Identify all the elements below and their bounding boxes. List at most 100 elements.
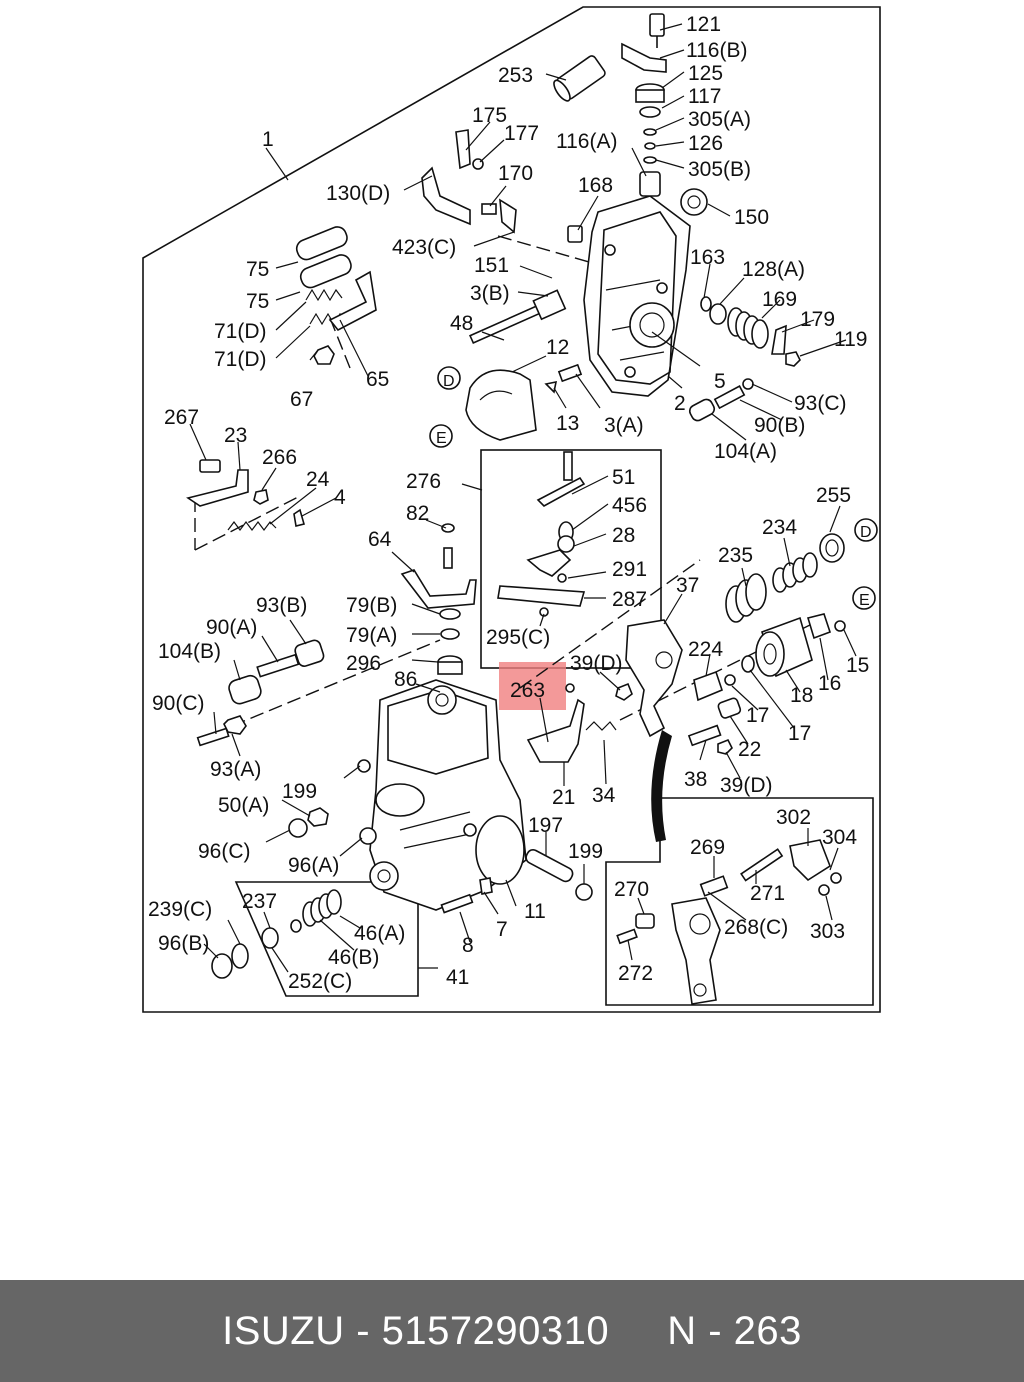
marker-d-right-label: D bbox=[860, 524, 872, 541]
callout-75-upper: 75 bbox=[246, 258, 269, 281]
callout-21: 21 bbox=[552, 786, 575, 809]
callout-271: 271 bbox=[750, 882, 785, 905]
callout-93c: 93(C) bbox=[794, 392, 847, 415]
marker-e-right-label: E bbox=[859, 592, 870, 609]
callout-86: 86 bbox=[394, 668, 417, 691]
subgroup-box-276 bbox=[480, 449, 662, 669]
callout-177: 177 bbox=[504, 122, 539, 145]
callout-252c: 252(C) bbox=[288, 970, 352, 993]
callout-456: 456 bbox=[612, 494, 647, 517]
callout-104b: 104(B) bbox=[158, 640, 221, 663]
callout-79b: 79(B) bbox=[346, 594, 397, 617]
callout-93b: 93(B) bbox=[256, 594, 307, 617]
callout-302: 302 bbox=[776, 806, 811, 829]
callout-17-lower: 17 bbox=[788, 722, 811, 745]
marker-d-left bbox=[437, 366, 461, 390]
callout-224: 224 bbox=[688, 638, 723, 661]
callout-169: 169 bbox=[762, 288, 797, 311]
callout-199-right: 199 bbox=[568, 840, 603, 863]
sweep-arrow bbox=[651, 730, 672, 842]
callout-39d-lower: 39(D) bbox=[720, 774, 773, 797]
callout-65: 65 bbox=[366, 368, 389, 391]
callout-267: 267 bbox=[164, 406, 199, 429]
callout-197: 197 bbox=[528, 814, 563, 837]
callout-labels: 1 121 116(B) 253 125 117 305(A) 175 177 … bbox=[148, 13, 869, 993]
callout-423c: 423(C) bbox=[392, 236, 456, 259]
callout-23: 23 bbox=[224, 424, 247, 447]
subgroup-box-41 bbox=[234, 881, 419, 997]
callout-13: 13 bbox=[556, 412, 579, 435]
callout-253: 253 bbox=[498, 64, 533, 87]
callout-151: 151 bbox=[474, 254, 509, 277]
callout-295c: 295(C) bbox=[486, 626, 550, 649]
marker-e-left bbox=[429, 424, 453, 448]
callout-304: 304 bbox=[822, 826, 857, 849]
callout-46b: 46(B) bbox=[328, 946, 379, 969]
callout-46a: 46(A) bbox=[354, 922, 405, 945]
callout-126: 126 bbox=[688, 132, 723, 155]
callout-234: 234 bbox=[762, 516, 797, 539]
callout-270: 270 bbox=[614, 878, 649, 901]
callout-67: 67 bbox=[290, 388, 313, 411]
callout-90c: 90(C) bbox=[152, 692, 205, 715]
callout-93a: 93(A) bbox=[210, 758, 261, 781]
callout-175: 175 bbox=[472, 104, 507, 127]
callout-116b: 116(B) bbox=[686, 39, 747, 62]
callout-239c: 239(C) bbox=[148, 898, 212, 921]
callout-199-left: 199 bbox=[282, 780, 317, 803]
brand-name: ISUZU bbox=[222, 1308, 345, 1353]
item-label: N - 263 bbox=[667, 1308, 802, 1353]
marker-e-right bbox=[852, 586, 876, 610]
callout-64: 64 bbox=[368, 528, 392, 551]
marker-e-left-label: E bbox=[436, 430, 447, 447]
callout-117: 117 bbox=[688, 85, 721, 108]
callout-3a: 3(A) bbox=[604, 414, 644, 437]
callout-130d: 130(D) bbox=[326, 182, 390, 205]
callout-12: 12 bbox=[546, 336, 569, 359]
callout-16: 16 bbox=[818, 672, 841, 695]
callout-34: 34 bbox=[592, 784, 616, 807]
callout-235: 235 bbox=[718, 544, 753, 567]
callout-79a: 79(A) bbox=[346, 624, 397, 647]
callout-96b: 96(B) bbox=[158, 932, 209, 955]
callout-116a: 116(A) bbox=[556, 130, 617, 153]
callout-96a: 96(A) bbox=[288, 854, 339, 877]
callout-41: 41 bbox=[446, 966, 469, 989]
callout-71d-lower: 71(D) bbox=[214, 348, 267, 371]
callout-2: 2 bbox=[674, 392, 686, 415]
callout-75-lower: 75 bbox=[246, 290, 269, 313]
callout-24: 24 bbox=[306, 468, 330, 491]
callout-263: 263 bbox=[510, 679, 545, 702]
callout-3b: 3(B) bbox=[470, 282, 510, 305]
marker-letters: D E D E bbox=[436, 373, 872, 609]
callout-150: 150 bbox=[734, 206, 769, 229]
part-number: 5157290310 bbox=[381, 1308, 610, 1353]
exploded-parts-diagram: 1 121 116(B) 253 125 117 305(A) 175 177 … bbox=[142, 6, 881, 1013]
callout-82: 82 bbox=[406, 502, 429, 525]
callout-276: 276 bbox=[406, 470, 441, 493]
callout-287: 287 bbox=[612, 588, 647, 611]
callout-269: 269 bbox=[690, 836, 725, 859]
callout-96c: 96(C) bbox=[198, 840, 251, 863]
leader-lines bbox=[189, 23, 857, 973]
diagram-frame bbox=[142, 6, 881, 1013]
callout-38: 38 bbox=[684, 768, 707, 791]
subgroup-box-302 bbox=[605, 797, 874, 1006]
callout-296: 296 bbox=[346, 652, 381, 675]
callout-48: 48 bbox=[450, 312, 473, 335]
callout-17-upper: 17 bbox=[746, 704, 769, 727]
governor-cover-housing bbox=[583, 195, 691, 397]
callout-1: 1 bbox=[262, 128, 274, 151]
callout-305b: 305(B) bbox=[688, 158, 751, 181]
callout-272: 272 bbox=[618, 962, 653, 985]
callout-50a: 50(A) bbox=[218, 794, 269, 817]
callout-125: 125 bbox=[688, 62, 723, 85]
callout-28: 28 bbox=[612, 524, 635, 547]
callout-291: 291 bbox=[612, 558, 647, 581]
callout-237: 237 bbox=[242, 890, 277, 913]
callout-5: 5 bbox=[714, 370, 726, 393]
part-263-lever bbox=[526, 698, 585, 763]
callout-128a: 128(A) bbox=[742, 258, 805, 281]
callout-7: 7 bbox=[496, 918, 508, 941]
callout-104a: 104(A) bbox=[714, 440, 777, 463]
